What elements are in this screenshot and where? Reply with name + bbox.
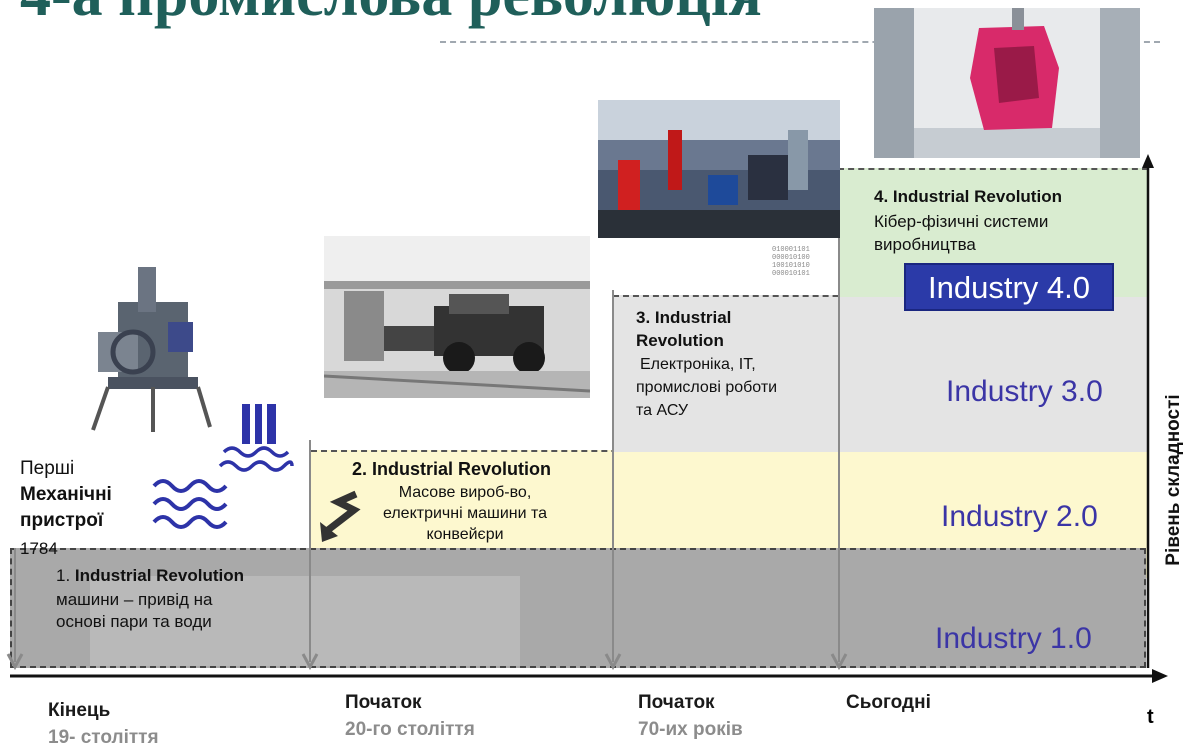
t-axis-label: t [1147,706,1154,728]
y-axis-label: Рівень складності [1163,394,1184,566]
lightning-icon [320,490,361,542]
era-3-bottom: 70-их років [638,719,743,740]
first-devices-year: 1784 [20,539,58,558]
stage-3-desc-line-1: Електроніка, IT, [640,356,756,373]
era-1-top: Кінець [48,700,111,721]
water-wave-icon [152,479,228,529]
era-4-top: Сьогодні [846,692,931,713]
first-devices-line-1: Перші [20,458,75,479]
cyber-physical-photo [874,8,1140,158]
era-3-top: Початок [638,692,715,713]
first-devices-line-2: Механічні [20,484,112,505]
timeline-marker-2 [309,440,311,662]
stage-4-heading: 4. Industrial Revolution [874,187,1062,206]
timeline-arrowheads [6,653,848,671]
industry-3-label: Industry 3.0 [946,375,1103,408]
stage-3-heading-line-1: 3. Industrial [636,308,732,327]
timeline-marker-1 [14,548,16,662]
stage-3-heading-line-2: Revolution [636,331,724,350]
industry-2-label: Industry 2.0 [941,500,1098,533]
industry-4-label: Industry 4.0 [904,263,1114,311]
band-industry-3 [613,295,1148,452]
stage-2-heading: 2. Industrial Revolution [352,459,552,479]
axes [10,154,1168,683]
car-assembly-photo [324,236,590,398]
era-2-top: Початок [345,692,422,713]
binary-decoration: 010001101 000010100 100101010 000010101 [772,246,810,278]
stage-4-desc-line-1: Кібер-фізичні системи [874,212,1049,231]
stage-2-desc-line-3: конвейєри [426,526,504,543]
stage-1-desc-line-1: машини – привід на [56,590,213,609]
steam-engine-photo [78,262,218,437]
stage-2-desc-line-1: Масове вироб-во, [398,484,532,501]
era-2-bottom: 20-го століття [345,719,475,740]
era-1-bottom: 19- століття [48,727,159,748]
stage-1-heading: 1. Industrial Revolution [56,566,244,585]
timeline-marker-4 [838,160,840,662]
robot-factory-photo [598,100,840,238]
stage-3-desc-line-3: та АСУ [636,402,688,419]
factory-water-icon [218,404,294,472]
title-divider [440,41,1160,43]
stage-3-desc-line-2: промислові роботи [636,379,778,396]
stage-4-desc-line-2: виробництва [874,235,976,254]
industry-1-label: Industry 1.0 [935,622,1092,655]
stage-1-desc-line-2: основі пари та води [56,612,212,631]
timeline-marker-3 [612,290,614,662]
first-devices-line-3: пристрої [20,510,104,531]
base-shade [90,576,520,666]
stage-2-desc-line-2: електричні машини та [382,505,548,522]
page-title: 4-а промислова революція [20,0,920,30]
